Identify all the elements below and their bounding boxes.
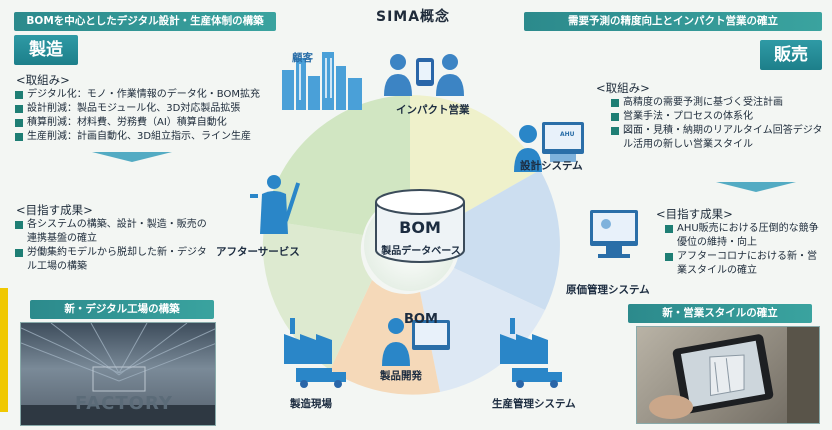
right-effort-item: 営業手法・プロセスの体系化 [610,110,824,124]
page-title: SIMA概念 [376,9,451,25]
customer-label: 顧客 [292,52,313,64]
factory-floor-icon [284,318,346,388]
left-effort-item: デジタル化：モノ・作業情報のデータ化・BOM拡充 [14,88,304,102]
bom-subtitle: 製品データベース [381,246,461,257]
right-section-tag: 販売 [760,40,822,70]
left-goals-heading: <目指す成果> [16,203,93,217]
people-tablet-icon [384,54,464,96]
wheel-segment-production [420,268,545,392]
right-goal-item: アフターコロナにおける新・営業スタイルの確立 [664,250,822,278]
node-factory-floor: 製造現場 [290,398,332,410]
engineers-computer-icon [382,318,450,366]
right-goals-list: AHU販売における圧倒的な競争優位の維持・向上 アフターコロナにおける新・営業ス… [664,222,822,278]
left-goals-list: 各システムの構築、設計・製造・販売の連携基盤の確立 労働集約モデルから脱却した新… [14,218,214,274]
wheel-segment-design [452,170,560,310]
wheel-segment-sales [410,94,540,220]
right-down-arrow [716,182,796,192]
left-effort-item: 生産削減：計画自動化、3D組立指示、ライン生産 [14,130,304,144]
wheel-segment-service [265,95,410,235]
bom-title: BOM [399,218,441,237]
right-efforts-list: 高精度の需要予測に基づく受注計画 営業手法・プロセスの体系化 図面・見積・納期の… [610,96,824,152]
right-goal-item: AHU販売における圧倒的な競争優位の維持・向上 [664,222,822,250]
bom-database-icon [375,189,465,263]
left-goal-item: 各システムの構築、設計・製造・販売の連携基盤の確立 [14,218,214,246]
factory-interior-image [21,323,215,425]
right-efforts-heading: <取組み> [596,81,650,95]
left-section-tag: 製造 [14,35,78,65]
right-effort-item: 図面・見積・納期のリアルタイム回答デジタル活用の新しい営業スタイル [610,124,824,152]
tablet-photo [636,326,820,424]
design-screen-tag: AHU [560,131,575,138]
left-efforts-list: デジタル化：モノ・作業情報のデータ化・BOM拡充 設計削減：製品モジュール化、3… [14,88,304,144]
cost-monitor-icon [590,210,638,258]
node-after-service: アフターサービス [216,246,300,258]
left-effort-item: 設計削減：製品モジュール化、3D対応製品拡張 [14,102,304,116]
factory-photo: FACTORY [20,322,216,426]
wheel-segment-product-dev [330,280,440,395]
product-dev-bom-tag: BOM [404,312,438,327]
left-accent-bar [0,288,8,412]
left-photo-banner: 新・デジタル工場の構築 [30,300,214,319]
left-efforts-heading: <取組み> [16,73,70,87]
right-goals-heading: <目指す成果> [656,207,733,221]
node-cost-system: 原価管理システム [566,284,650,296]
right-banner: 需要予測の精度向上とインパクト営業の確立 [524,12,822,31]
wheel-segment-factory [262,220,372,370]
production-factory-truck-icon [500,318,562,388]
node-production-system: 生産管理システム [492,398,576,410]
left-banner: BOMを中心としたデジタル設計・生産体制の構築 [14,12,276,31]
service-worker-icon [250,175,301,234]
node-design-system: 設計システム [520,160,583,172]
right-effort-item: 高精度の需要予測に基づく受注計画 [610,96,824,110]
factory-label: FACTORY [75,393,173,414]
node-impact-sales: インパクト営業 [396,104,470,116]
left-effort-item: 積算削減：材料費、労務費（AI）積算自動化 [14,116,304,130]
left-goal-item: 労働集約モデルから脱却した新・デジタル工場の構築 [14,246,214,274]
node-product-dev: 製品開発 [380,370,422,382]
city-skyline-icon [282,52,362,110]
left-down-arrow [92,152,172,162]
tablet-sales-image [649,327,819,423]
design-computer-icon [514,122,584,172]
right-photo-banner: 新・営業スタイルの確立 [628,304,812,323]
